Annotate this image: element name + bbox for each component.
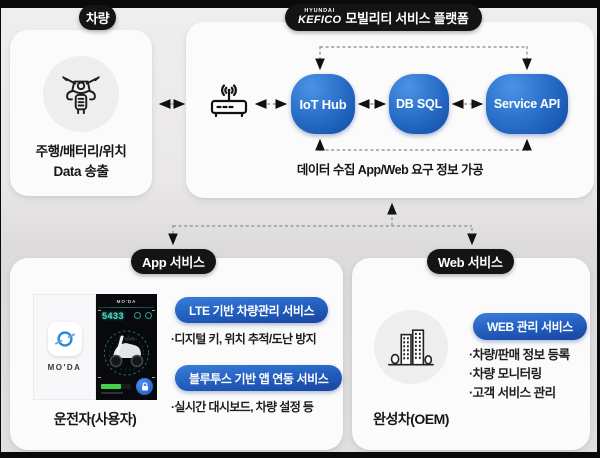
platform-caption: 데이터 수집 App/Web 요구 정보 가공 (296, 163, 484, 177)
platform-tag: HYUNDAI KEFICO 모빌리티 서비스 플랫폼 (285, 4, 482, 31)
web-service-panel: WEB 관리 서비스 ·차량/판매 정보 등록 ·차량 모니터링 ·고객 서비스… (352, 258, 590, 450)
oem-caption: 완성차(OEM) (373, 411, 449, 427)
web-service-pill: WEB 관리 서비스 (473, 313, 587, 340)
web-bullet-1: ·차량/판매 정보 등록 (469, 348, 570, 362)
wifi-router-icon (210, 84, 248, 118)
app-service-panel: MO'DA MO'DA 5433 (10, 258, 343, 450)
dashboard-battery-bar (101, 384, 131, 389)
moda-logo-text: MO'DA (47, 363, 82, 372)
node-db-sql-label: DB SQL (395, 97, 443, 111)
lte-service-desc: ·디지털 키, 위치 추적/도난 방지 (171, 332, 317, 346)
app-screenshot-dark: MO'DA 5433 (96, 294, 157, 400)
node-service-api-label: Service API (493, 97, 561, 111)
platform-tag-label: 모빌리티 서비스 플랫폼 (345, 11, 469, 26)
lte-service-pill: LTE 기반 차량관리 서비스 (175, 297, 329, 323)
dashboard-secondary-bar (101, 392, 123, 394)
scooter-icon (62, 76, 100, 115)
dashboard-ring-icon (145, 312, 152, 319)
node-db-sql: DB SQL (389, 74, 449, 134)
vehicle-tag-label: 차량 (86, 11, 110, 26)
kefico-logo: HYUNDAI KEFICO (298, 9, 341, 26)
node-iot-hub: IoT Hub (291, 74, 355, 134)
hud-accent (152, 310, 155, 311)
web-service-tag-label: Web 서비스 (438, 255, 503, 270)
node-iot-hub-label: IoT Hub (299, 96, 347, 112)
building-icon (388, 329, 434, 366)
app-service-tag: App 서비스 (131, 249, 216, 274)
dashboard-header-text: MO'DA (116, 299, 137, 304)
oem-icon-circle (374, 310, 448, 384)
kefico-wordmark: KEFICO (298, 13, 342, 26)
web-service-tag: Web 서비스 (427, 249, 514, 274)
app-service-tag-label: App 서비스 (142, 255, 205, 270)
vehicle-tag: 차량 (79, 5, 117, 30)
platform-panel: IoT Hub DB SQL Service API 데이터 수집 App/We… (186, 22, 594, 198)
hyundai-wordmark: HYUNDAI (304, 8, 335, 15)
app-screenshot-light: MO'DA (33, 294, 96, 400)
web-bullet-3: ·고객 서비스 관리 (469, 386, 556, 400)
vehicle-icon-circle (43, 56, 119, 132)
dashboard-ring-icon (134, 312, 141, 319)
vehicle-caption-line1: 주행/배터리/위치 (35, 144, 127, 159)
web-service-bullets: ·차량/판매 정보 등록 ·차량 모니터링 ·고객 서비스 관리 (469, 346, 570, 403)
hud-accent (152, 377, 155, 378)
moda-logo-icon (54, 331, 75, 347)
moda-app-icon (47, 322, 82, 356)
hud-accent (98, 310, 101, 311)
dashboard-scooter-image (104, 330, 149, 376)
vehicle-panel: 주행/배터리/위치 Data 송출 (10, 30, 152, 196)
web-bullet-2: ·차량 모니터링 (469, 367, 542, 381)
hud-accent (98, 377, 101, 378)
dashboard-odometer: 5433 (102, 311, 125, 321)
driver-caption: 운전자(사용자) (53, 411, 137, 427)
bluetooth-service-pill: 블루투스 기반 앱 연동 서비스 (175, 365, 343, 391)
vehicle-caption-line2: Data 송출 (53, 164, 109, 180)
lock-icon (141, 382, 148, 391)
dashboard-lock-button (136, 378, 153, 395)
dashboard-divider (99, 307, 154, 308)
node-service-api: Service API (486, 74, 568, 134)
vehicle-caption: 주행/배터리/위치 Data 송출 (10, 142, 152, 183)
bluetooth-service-desc: ·실시간 대시보드, 차량 설정 등 (171, 400, 314, 414)
